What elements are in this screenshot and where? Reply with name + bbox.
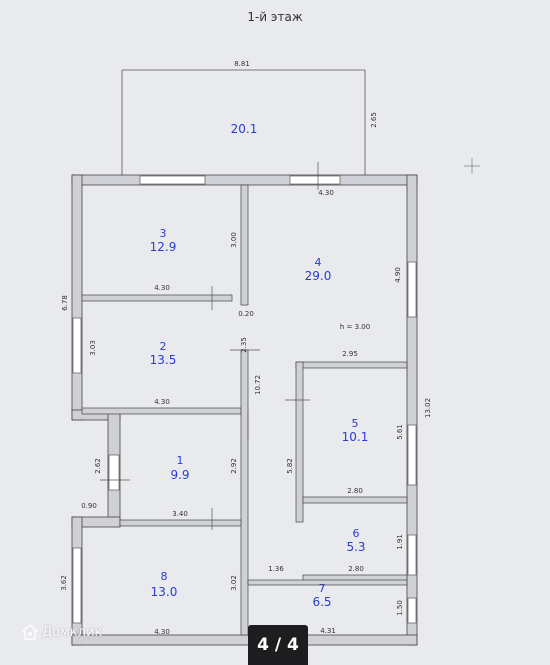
watermark-text: Домклик [42, 624, 103, 640]
dim-303: 3.03 [89, 340, 97, 356]
dim-150: 1.50 [396, 600, 404, 616]
room-7-number: 7 [319, 582, 326, 595]
dim-302: 3.02 [230, 575, 238, 591]
dim-terrace-width: 8.81 [234, 60, 250, 68]
dim-235: 2.35 [240, 337, 248, 353]
room-5-number: 5 [352, 417, 359, 430]
room-3-number: 3 [160, 227, 167, 240]
dim-room7-bottom: 4.31 [320, 627, 336, 635]
dim-136: 1.36 [268, 565, 284, 573]
room-4-number: 4 [315, 256, 322, 269]
terrace [121, 69, 366, 175]
dim-561: 5.61 [396, 424, 404, 440]
crosshair-icon [464, 158, 480, 174]
domclick-watermark: Домклик [22, 624, 102, 640]
dim-1072: 10.72 [254, 375, 262, 395]
dim-295: 2.95 [342, 350, 358, 358]
dim-room5-bottom: 2.80 [347, 487, 363, 495]
room-1-number: 1 [177, 454, 184, 467]
dim-678: 6.78 [61, 295, 69, 311]
room-8-number: 8 [161, 570, 168, 583]
dim-room4-top: 4.30 [318, 189, 334, 197]
dim-room3-bottom: 4.30 [154, 284, 170, 292]
dim-191: 1.91 [396, 534, 404, 550]
room-4-area: 29.0 [305, 269, 332, 283]
room-7-area: 6.5 [312, 595, 331, 609]
dim-1302: 13.02 [424, 398, 432, 418]
dim-room2-bottom: 4.30 [154, 398, 170, 406]
room-8-area: 13.0 [151, 585, 178, 599]
dim-room8-bottom: 4.30 [154, 628, 170, 636]
dim-090: 0.90 [81, 502, 97, 510]
house-logo-icon [22, 624, 38, 640]
terrace-area: 20.1 [231, 122, 258, 136]
interior-walls [81, 184, 408, 636]
room-2-number: 2 [160, 340, 167, 353]
dim-362: 3.62 [60, 575, 68, 591]
room-2-area: 13.5 [150, 353, 177, 367]
floor-height: h = 3.00 [340, 323, 370, 331]
room-1-area: 9.9 [170, 468, 189, 482]
room-3-area: 12.9 [150, 240, 177, 254]
room-6-area: 5.3 [346, 540, 365, 554]
windows [72, 175, 417, 624]
door-marks [100, 162, 319, 530]
dim-300: 3.00 [230, 232, 238, 248]
floor-title: 1-й этаж [247, 10, 303, 24]
dim-room1-bottom: 3.40 [172, 510, 188, 518]
dim-490: 4.90 [394, 267, 402, 283]
dim-292: 2.92 [230, 458, 238, 474]
dim-terrace-height: 2.65 [370, 112, 378, 128]
dim-262: 2.62 [94, 458, 102, 474]
page-counter[interactable]: 4 / 4 [248, 625, 308, 665]
dim-020: 0.20 [238, 310, 254, 318]
dimensions: 8.81 4.30 4.30 0.20 2.95 4.30 2.80 0.90 … [60, 60, 432, 636]
room-5-area: 10.1 [342, 430, 369, 444]
room-6-number: 6 [353, 527, 360, 540]
dim-room6-bottom: 2.80 [348, 565, 364, 573]
dim-582: 5.82 [286, 458, 294, 474]
